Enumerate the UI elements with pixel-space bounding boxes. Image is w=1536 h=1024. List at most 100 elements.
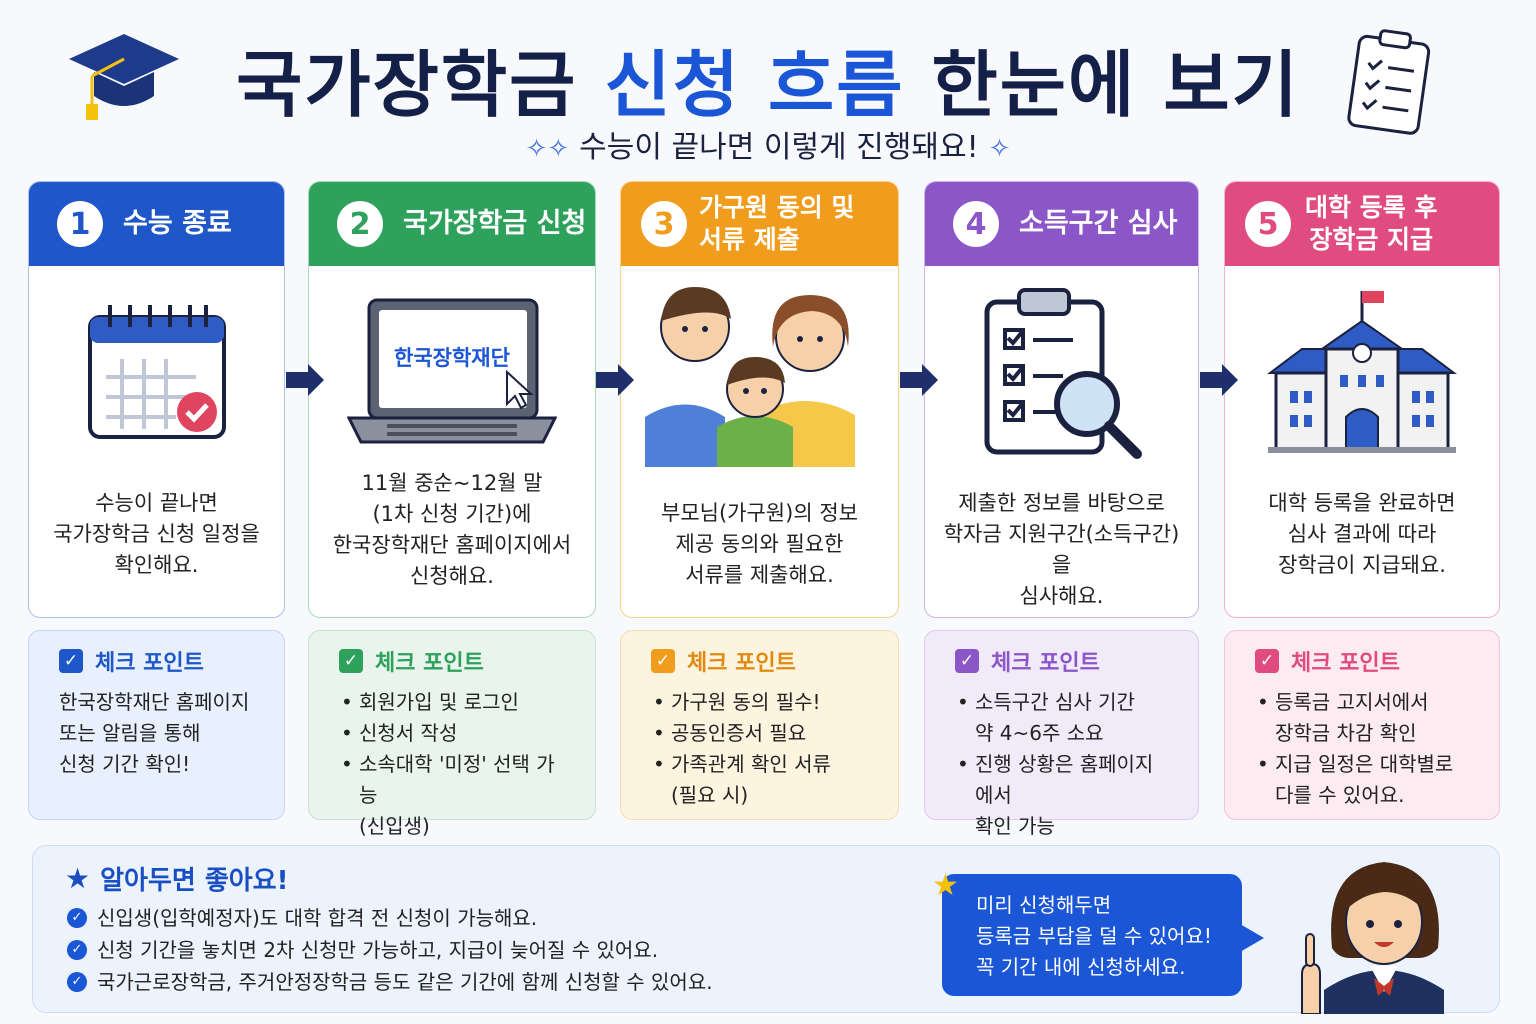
family-icon bbox=[621, 272, 898, 472]
checkpoint-item: 한국장학재단 홈페이지 또는 알림을 통해 신청 기간 확인! bbox=[59, 690, 250, 776]
tips-list: ✓ 신입생(입학예정자)도 대학 합격 전 신청이 가능해요. ✓ 신청 기간을 놓… bbox=[67, 902, 713, 998]
step-card-2: 2 국가장학금 신청 한국장학재단 11월 중순~12월 말 (1차 신청 기간… bbox=[308, 181, 596, 618]
page-title: 국가장학금 신청 흐름 한눈에 보기 bbox=[0, 26, 1536, 131]
step-description: 대학 등록을 완료하면 심사 결과에 따라 장학금이 지급돼요. bbox=[1268, 491, 1456, 577]
check-circle-icon: ✓ bbox=[67, 940, 87, 960]
step-header: 3 가구원 동의 및 서류 제출 bbox=[621, 182, 898, 266]
checkpoint-card-4: ✓체크 포인트 소득구간 심사 기간 약 4~6주 소요 진행 상황은 홈페이지… bbox=[924, 630, 1199, 838]
step-header: 1 수능 종료 bbox=[29, 182, 284, 266]
step-card-1: 1 수능 종료 수능이 끝나면 국가장학금 신청 일정을 확인해요. bbox=[28, 181, 285, 618]
checkpoint-title: ✓ 체크 포인트 bbox=[651, 645, 868, 677]
step-header: 5 대학 등록 후 장학금 지급 bbox=[1225, 182, 1499, 266]
bubble-line: 미리 신청해두면 bbox=[976, 893, 1112, 917]
tip-text: 신청 기간을 놓치면 2차 신청만 가능하고, 지급이 늦어질 수 있어요. bbox=[97, 938, 659, 962]
checkpoint-item: 가구원 동의 필수! bbox=[651, 687, 868, 718]
step-title: 수능 종료 bbox=[123, 208, 232, 239]
checkpoint-title-text: 체크 포인트 bbox=[95, 651, 204, 676]
checkpoint-list: 한국장학재단 홈페이지 또는 알림을 통해 신청 기간 확인! bbox=[59, 687, 254, 780]
step-description: 부모님(가구원)의 정보 제공 동의와 필요한 서류를 제출해요. bbox=[661, 501, 858, 587]
step-title: 소득구간 심사 bbox=[1019, 208, 1178, 239]
arrow-right-icon bbox=[596, 364, 634, 396]
sparkle-icon: ✧ bbox=[988, 134, 1011, 164]
checkpoint-item: 진행 상황은 홈페이지에서 확인 가능 bbox=[955, 749, 1168, 842]
checkpoint-item: 소득구간 심사 기간 약 4~6주 소요 bbox=[955, 687, 1168, 749]
checkpoint-title: ✓ 체크 포인트 bbox=[339, 645, 565, 677]
checkbox-icon: ✓ bbox=[59, 649, 83, 673]
checkbox-icon: ✓ bbox=[339, 649, 363, 673]
step-title: 국가장학금 신청 bbox=[403, 208, 587, 239]
step-header: 4 소득구간 심사 bbox=[925, 182, 1198, 266]
step-title: 대학 등록 후 장학금 지급 bbox=[1305, 193, 1438, 254]
checkpoint-item: 지급 일정은 대학별로 다를 수 있어요. bbox=[1255, 749, 1469, 811]
arrow-right-icon bbox=[900, 364, 938, 396]
checkpoint-list: 등록금 고지서에서 장학금 차감 확인 지급 일정은 대학별로 다를 수 있어요… bbox=[1255, 687, 1469, 811]
tip-item: ✓ 국가근로장학금, 주거안정장학금 등도 같은 기간에 함께 신청할 수 있어요… bbox=[67, 966, 713, 998]
checkpoint-item: 신청서 작성 bbox=[339, 718, 565, 749]
check-circle-icon: ✓ bbox=[67, 908, 87, 928]
checkpoint-card-3: ✓ 체크 포인트 가구원 동의 필수! 공동인증서 필요 가족관계 확인 서류 (… bbox=[620, 630, 899, 820]
checkbox-icon: ✓ bbox=[1255, 649, 1279, 673]
step-header: 2 국가장학금 신청 bbox=[309, 182, 595, 266]
step-number: 1 bbox=[57, 201, 103, 247]
checkpoint-card-5: ✓ 체크 포인트 등록금 고지서에서 장학금 차감 확인 지급 일정은 대학별로 … bbox=[1224, 630, 1500, 820]
checkpoint-item: 공동인증서 필요 bbox=[651, 718, 868, 749]
checkpoint-list: 회원가입 및 로그인 신청서 작성 소속대학 '미정' 선택 가능 (신입생) bbox=[339, 687, 565, 842]
step-card-4: 4 소득구간 심사 제출한 정보를 바탕으로 학자금 지원구간(소득구간)을 심… bbox=[924, 181, 1199, 618]
header: 국가장학금 신청 흐름 한눈에 보기 ✧✧ 수능이 끝나면 이렇게 진행돼요! ✧ bbox=[0, 0, 1536, 175]
checkpoint-title-text: 체크 포인트 bbox=[687, 651, 796, 676]
bubble-line: 등록금 부담을 덜 수 있어요! bbox=[976, 924, 1212, 948]
tip-text: 신입생(입학예정자)도 대학 합격 전 신청이 가능해요. bbox=[97, 906, 538, 930]
star-icon: ★ bbox=[65, 862, 91, 895]
checkpoint-list: 가구원 동의 필수! 공동인증서 필요 가족관계 확인 서류 (필요 시) bbox=[651, 687, 868, 811]
checkpoint-title-text: 체크 포인트 bbox=[991, 651, 1100, 676]
checkpoint-card-1: ✓ 체크 포인트 한국장학재단 홈페이지 또는 알림을 통해 신청 기간 확인! bbox=[28, 630, 285, 820]
tip-item: ✓ 신청 기간을 놓치면 2차 신청만 가능하고, 지급이 늦어질 수 있어요. bbox=[67, 934, 713, 966]
school-building-icon bbox=[1225, 272, 1499, 472]
checkpoint-title: ✓ 체크 포인트 bbox=[955, 645, 1168, 677]
checkpoint-title-text: 체크 포인트 bbox=[1291, 651, 1400, 676]
title-part-3: 한눈에 보기 bbox=[904, 43, 1300, 127]
step-number: 3 bbox=[641, 201, 687, 247]
check-circle-icon: ✓ bbox=[67, 972, 87, 992]
checkpoint-item: 가족관계 확인 서류 (필요 시) bbox=[651, 749, 868, 811]
step-number: 4 bbox=[953, 201, 999, 247]
speech-bubble: 미리 신청해두면 등록금 부담을 덜 수 있어요! 꼭 기간 내에 신청하세요. bbox=[942, 874, 1264, 996]
subtitle-text: 수능이 끝나면 이렇게 진행돼요! bbox=[579, 130, 979, 165]
tips-title-text: 알아두면 좋아요! bbox=[100, 866, 289, 896]
checkpoint-item: 등록금 고지서에서 장학금 차감 확인 bbox=[1255, 687, 1469, 749]
step-number: 5 bbox=[1245, 201, 1291, 247]
student-girl-illustration bbox=[1301, 862, 1444, 1014]
step-description: 수능이 끝나면 국가장학금 신청 일정을 확인해요. bbox=[53, 491, 260, 577]
step-title: 가구원 동의 및 서류 제출 bbox=[699, 193, 855, 254]
calendar-icon bbox=[29, 272, 284, 472]
step-card-5: 5 대학 등록 후 장학금 지급 대학 등록을 완료하면 심사 결과에 따라 장… bbox=[1224, 181, 1500, 618]
checkpoint-title-text: 체크 포인트 bbox=[375, 651, 484, 676]
tips-panel: ★ 알아두면 좋아요! ✓ 신입생(입학예정자)도 대학 합격 전 신청이 가능해요… bbox=[32, 845, 1500, 1013]
step-card-3: 3 가구원 동의 및 서류 제출 부모님(가구원)의 정보 제공 동의와 필요한… bbox=[620, 181, 899, 618]
tip-text: 국가근로장학금, 주거안정장학금 등도 같은 기간에 함께 신청할 수 있어요. bbox=[97, 970, 713, 994]
title-part-1: 국가장학금 bbox=[236, 43, 605, 127]
graduation-cap-icon bbox=[69, 34, 179, 120]
star-icon: ★ bbox=[932, 868, 959, 903]
sparkle-icon: ✧✧ bbox=[525, 134, 570, 164]
tips-title: ★ 알아두면 좋아요! bbox=[65, 860, 288, 897]
checkbox-icon: ✓ bbox=[651, 649, 675, 673]
step-description: 제출한 정보를 바탕으로 학자금 지원구간(소득구간)을 심사해요. bbox=[943, 491, 1180, 608]
checkpoint-item: 소속대학 '미정' 선택 가능 (신입생) bbox=[339, 749, 565, 842]
subtitle: ✧✧ 수능이 끝나면 이렇게 진행돼요! ✧ bbox=[0, 122, 1536, 166]
checkpoint-title: ✓ 체크 포인트 bbox=[1255, 645, 1469, 677]
checkpoint-item: 회원가입 및 로그인 bbox=[339, 687, 565, 718]
arrow-right-icon bbox=[1200, 364, 1238, 396]
checkbox-icon: ✓ bbox=[955, 649, 979, 673]
checkpoint-list: 소득구간 심사 기간 약 4~6주 소요 진행 상황은 홈페이지에서 확인 가능 bbox=[955, 687, 1168, 842]
clipboard-magnifier-icon bbox=[925, 272, 1198, 472]
laptop-screen-text: 한국장학재단 bbox=[394, 346, 510, 370]
step-number: 2 bbox=[337, 201, 383, 247]
laptop-icon: 한국장학재단 bbox=[309, 272, 595, 472]
bubble-line: 꼭 기간 내에 신청하세요. bbox=[976, 955, 1186, 979]
checkpoint-card-2: ✓체크 포인트 회원가입 및 로그인 신청서 작성 소속대학 '미정' 선택 가… bbox=[308, 630, 596, 838]
tip-item: ✓ 신입생(입학예정자)도 대학 합격 전 신청이 가능해요. bbox=[67, 902, 713, 934]
step-description: 11월 중순~12월 말 (1차 신청 기간)에 한국장학재단 홈페이지에서 신… bbox=[332, 471, 572, 588]
title-highlight: 신청 흐름 bbox=[604, 43, 905, 127]
checkpoint-title: ✓ 체크 포인트 bbox=[59, 645, 254, 677]
